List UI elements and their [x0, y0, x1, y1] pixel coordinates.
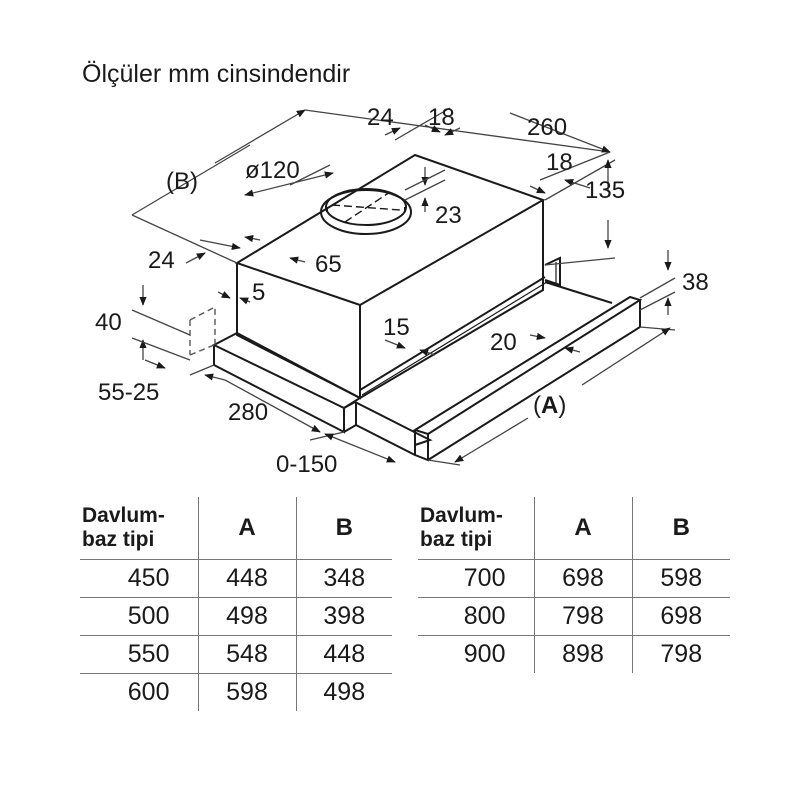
header-hood-type: Davlum-baz tipi	[82, 504, 165, 551]
cell-b: 598	[631, 559, 730, 598]
dim-label-40: 40	[95, 309, 122, 336]
dim-label-55-25: 55-25	[98, 379, 159, 406]
dim-label-20: 20	[490, 329, 517, 356]
cell-type: 700	[418, 559, 534, 598]
cell-type: 600	[80, 673, 198, 711]
hood-dimension-drawing: 24 18 260 18 135 ø120 23 24 65 5 40 15 3…	[95, 104, 709, 478]
cell-b: 698	[631, 597, 730, 636]
dim-label-38: 38	[682, 269, 709, 296]
cabinet-outline	[189, 305, 216, 356]
dim-label-5: 5	[252, 279, 265, 306]
dim-label-65: 65	[315, 251, 342, 278]
cell-b: 498	[295, 673, 392, 711]
dim-label-260: 260	[527, 114, 567, 141]
body-right-face	[359, 200, 544, 399]
table-row: 550 548 448	[80, 635, 392, 674]
cell-b: 348	[295, 559, 392, 598]
header-a: A	[533, 497, 632, 560]
size-table-right: Davlum-baz tipi A B 700 698 598 800 798 …	[418, 497, 730, 673]
table-row: 450 448 348	[80, 559, 392, 598]
dim-label-15: 15	[383, 314, 410, 341]
cell-type: 500	[80, 597, 198, 636]
dim-label-b: (B)	[166, 168, 198, 195]
dim-label-24-left: 24	[148, 247, 175, 274]
cell-a: 898	[533, 635, 632, 673]
cell-a: 698	[533, 559, 632, 598]
cell-a: 448	[197, 559, 296, 598]
cell-type: 900	[418, 635, 534, 673]
table-row: 700 698 598	[418, 559, 730, 598]
dim-label-a: (A)	[533, 392, 566, 419]
cell-a: 498	[197, 597, 296, 636]
cell-b: 448	[295, 635, 392, 674]
dim-b-arrow	[214, 109, 306, 164]
header-b: B	[295, 497, 392, 560]
fixed-trim	[211, 331, 363, 434]
dim-label-18-top: 18	[428, 104, 455, 131]
dim-label-18-right: 18	[546, 149, 573, 176]
table-header-row: Davlum-baz tipi A B	[418, 497, 730, 560]
cell-type: 800	[418, 597, 534, 636]
size-table-left: Davlum-baz tipi A B 450 448 348 500 498 …	[80, 497, 392, 711]
cell-a: 798	[533, 597, 632, 636]
table-row: 600 598 498	[80, 673, 392, 711]
header-b: B	[631, 497, 730, 560]
dim-label-24-top: 24	[367, 104, 394, 131]
cell-type: 450	[80, 559, 198, 598]
table-row: 800 798 698	[418, 597, 730, 636]
dimension-lines	[131, 107, 676, 466]
cell-a: 548	[197, 635, 296, 674]
cell-type: 550	[80, 635, 198, 674]
hood-body	[234, 153, 546, 400]
dim-label-280: 280	[228, 399, 268, 426]
exhaust-collar	[320, 188, 412, 235]
dim-label-0-150: 0-150	[276, 451, 337, 478]
header-hood-type: Davlum-baz tipi	[420, 504, 503, 551]
dim-label-d120: ø120	[245, 157, 300, 184]
dim-b-extension	[131, 144, 251, 216]
header-a: A	[197, 497, 296, 560]
table-row: 900 898 798	[418, 635, 730, 673]
dim-label-23: 23	[435, 202, 462, 229]
cell-b: 798	[631, 635, 730, 673]
cell-b: 398	[295, 597, 392, 636]
cell-a: 598	[197, 673, 296, 711]
table-row: 500 498 398	[80, 597, 392, 636]
table-header-row: Davlum-baz tipi A B	[80, 497, 392, 560]
page-title: Ölçüler mm cinsindendir	[82, 60, 351, 88]
dim-label-135: 135	[585, 177, 625, 204]
